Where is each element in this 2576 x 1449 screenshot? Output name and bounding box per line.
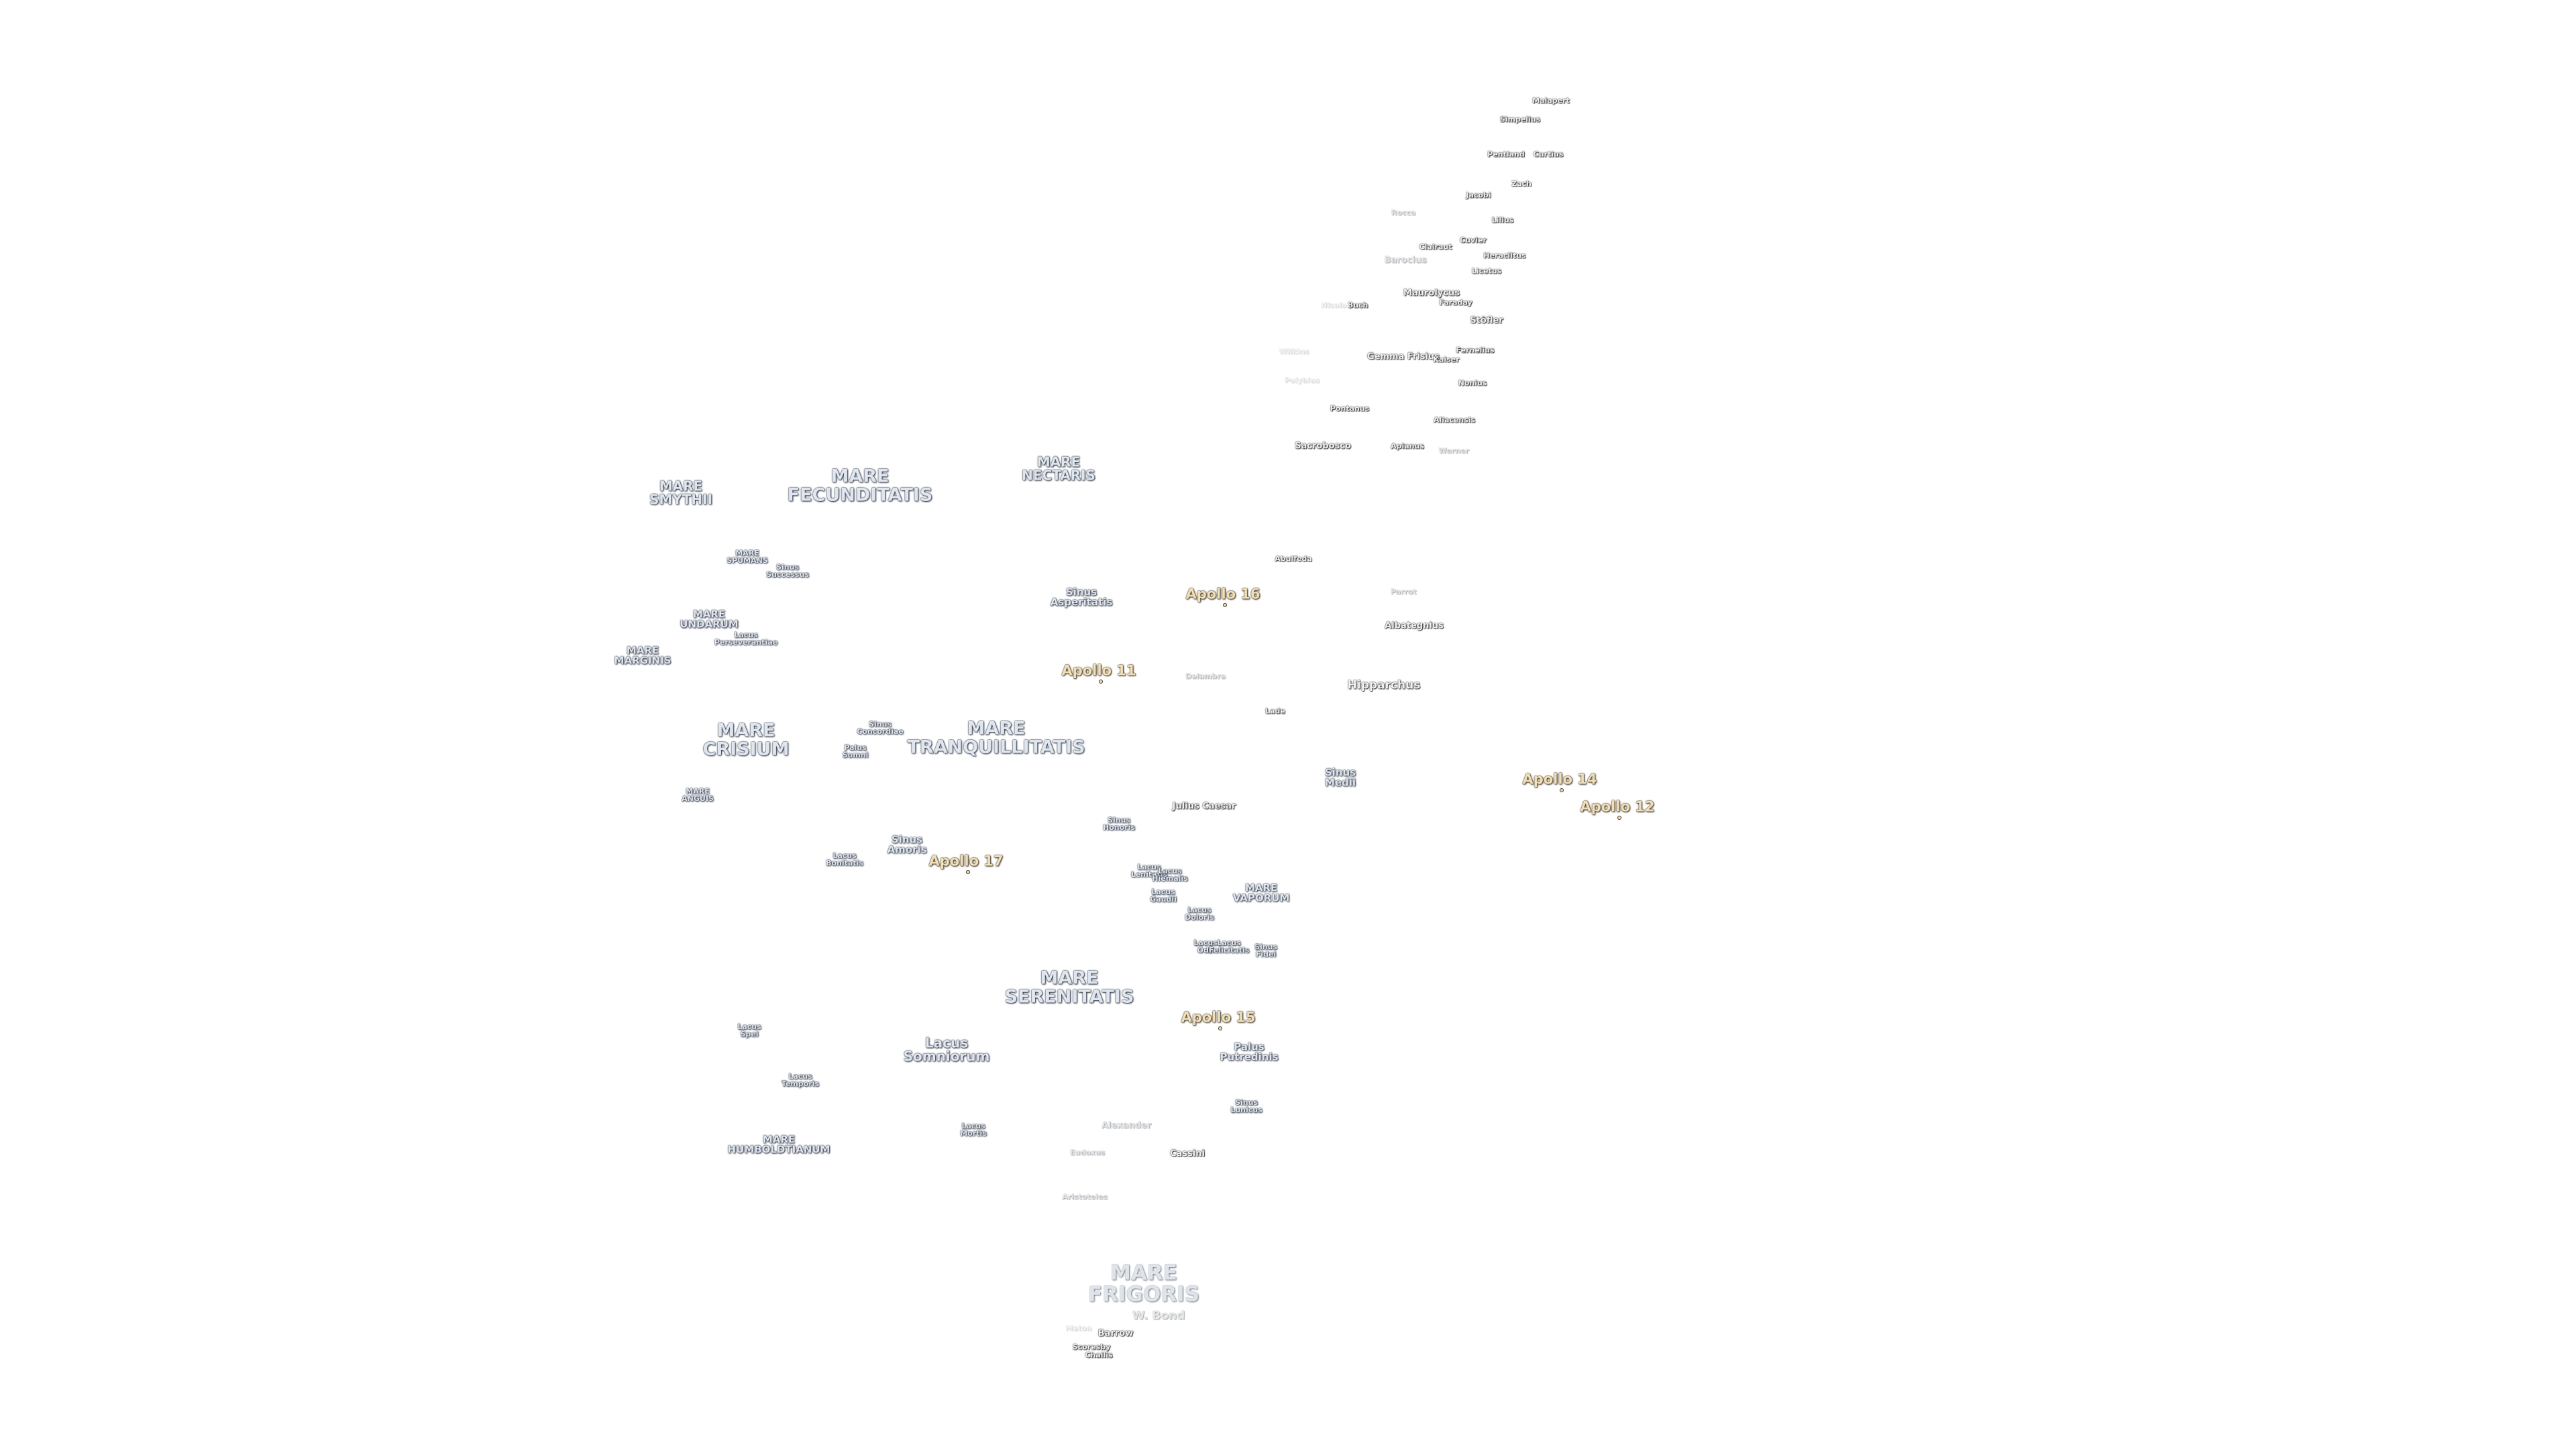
crater-label: Nonius: [1458, 378, 1487, 388]
crater-label: Heraclitus: [1483, 251, 1526, 260]
crater-label: Hipparchus: [1347, 678, 1421, 692]
crater-label: Apianus: [1391, 441, 1424, 451]
crater-label: Licetus: [1471, 266, 1502, 276]
crater-label: Gemma Frisius: [1367, 352, 1440, 362]
crater-label: Abulfeda: [1275, 554, 1312, 564]
sinus-label: Sinus Successus: [766, 562, 809, 579]
lacus-label: Lacus Bonitatis: [826, 851, 863, 867]
landing-site-marker: [1218, 1026, 1222, 1030]
sinus-label: Sinus Asperitatis: [1050, 586, 1113, 608]
apollo-site-label: Apollo 14: [1522, 771, 1597, 788]
mare-label: MARE FECUNDITATIS: [787, 466, 933, 505]
crater-label: Stöfler: [1470, 315, 1503, 326]
mare-label: MARE SERENITATIS: [1004, 967, 1134, 1007]
mare-label: MARE UNDARUM: [680, 608, 739, 631]
crater-label: Simpelius: [1499, 115, 1541, 124]
crater-label: Maurolycus: [1403, 288, 1460, 299]
mare-label: MARE SPUMANS: [727, 548, 768, 565]
crater-label: Nicolai: [1320, 301, 1350, 310]
mare-label: MARE HUMBOLDTIANUM: [727, 1133, 830, 1156]
crater-label: Faraday: [1439, 298, 1472, 307]
mare-label: MARE NECTARIS: [1022, 453, 1095, 484]
lacus-label: Lacus Spei: [737, 1022, 761, 1038]
crater-label: Fernelius: [1456, 345, 1495, 355]
sinus-label: Sinus Medii: [1324, 766, 1356, 789]
crater-label: Scoresby: [1072, 1342, 1111, 1352]
landing-site-marker: [1223, 603, 1227, 607]
crater-label: Delambre: [1185, 672, 1226, 681]
crater-label: W. Bond: [1132, 1309, 1185, 1323]
crater-label: Albategnius: [1385, 621, 1444, 631]
lacus-label: Lacus Temporis: [781, 1071, 820, 1088]
crater-label: Jacobi: [1466, 191, 1491, 200]
crater-label: Sacrobosco: [1295, 441, 1351, 451]
crater-label: Buch: [1347, 301, 1368, 310]
landing-site-marker: [966, 870, 970, 874]
apollo-site-label: Apollo 11: [1061, 662, 1136, 679]
crater-label: Meton: [1065, 1324, 1092, 1333]
landing-site-marker: [1617, 816, 1621, 820]
sinus-label: Sinus Fidei: [1254, 942, 1277, 959]
sinus-label: Sinus Concordiae: [857, 719, 904, 736]
lacus-label: Lacus Perseverantiae: [714, 630, 778, 647]
mare-label: MARE MARGINIS: [614, 644, 672, 667]
lacus-label: Lacus Felicitatis: [1208, 938, 1250, 955]
lacus-label: Lacus Mortis: [960, 1121, 987, 1138]
crater-label: Werner: [1438, 446, 1469, 455]
crater-label: Aristoteles: [1062, 1192, 1108, 1201]
crater-label: Pontanus: [1330, 404, 1370, 413]
crater-label: Zach: [1511, 179, 1532, 189]
crater-label: Lilius: [1491, 215, 1514, 225]
crater-label: Polybius: [1284, 376, 1320, 385]
lacus-label: Lacus Hiemalis: [1152, 866, 1188, 883]
crater-label: Parrot: [1390, 587, 1417, 596]
crater-label: Wilkins: [1279, 347, 1309, 356]
crater-label: Eudoxus: [1069, 1148, 1106, 1157]
crater-label: Julius Caesar: [1172, 801, 1236, 812]
crater-label: Challis: [1085, 1350, 1113, 1360]
lacus-label: Lacus Gaudii: [1150, 887, 1177, 904]
lacus-label: Lacus Odii: [1193, 938, 1218, 955]
sinus-label: Sinus Lunicus: [1230, 1097, 1263, 1114]
mare-label: MARE ANGUIS: [682, 786, 714, 803]
apollo-site-label: Apollo 15: [1181, 1009, 1256, 1026]
crater-label: Pentland: [1487, 150, 1525, 159]
sinus-label: Sinus Honoris: [1103, 815, 1135, 832]
crater-label: Lade: [1265, 706, 1285, 716]
landing-site-marker: [1099, 680, 1103, 684]
crater-label: Alexander: [1101, 1120, 1152, 1131]
mare-label: MARE VAPORUM: [1232, 881, 1290, 904]
crater-label: Barrow: [1097, 1328, 1134, 1339]
lacus-label: Lacus Somniorum: [903, 1034, 990, 1065]
crater-label: Rocca: [1391, 208, 1416, 217]
lacus-label: Lacus Lenitatis: [1130, 862, 1168, 879]
mare-label: MARE SMYTHII: [649, 478, 713, 508]
palus-label: Palus Putredinis: [1220, 1040, 1279, 1063]
apollo-site-label: Apollo 17: [928, 853, 1004, 869]
palus-label: Palus Somni: [842, 743, 869, 759]
sinus-label: Sinus Amoris: [887, 833, 927, 856]
crater-label: Cuvier: [1460, 235, 1487, 245]
crater-label: Aliacensis: [1433, 415, 1476, 425]
crater-label: Curtius: [1533, 150, 1564, 159]
crater-label: Barocius: [1384, 255, 1427, 266]
mare-label: MARE TRANQUILLITATIS: [907, 718, 1085, 757]
crater-label: Cassini: [1170, 1148, 1205, 1159]
crater-label: Kaiser: [1433, 355, 1460, 364]
crater-label: Clairaut: [1419, 242, 1452, 252]
crater-label: Malapert: [1532, 96, 1570, 105]
landing-site-marker: [1560, 788, 1564, 792]
lacus-label: Lacus Doloris: [1185, 905, 1214, 922]
mare-label: MARE CRISIUM: [702, 720, 790, 759]
apollo-site-label: Apollo 12: [1580, 798, 1655, 815]
mare-frigoris-label: MARE FRIGORIS: [1087, 1260, 1200, 1306]
apollo-site-label: Apollo 16: [1185, 586, 1260, 602]
